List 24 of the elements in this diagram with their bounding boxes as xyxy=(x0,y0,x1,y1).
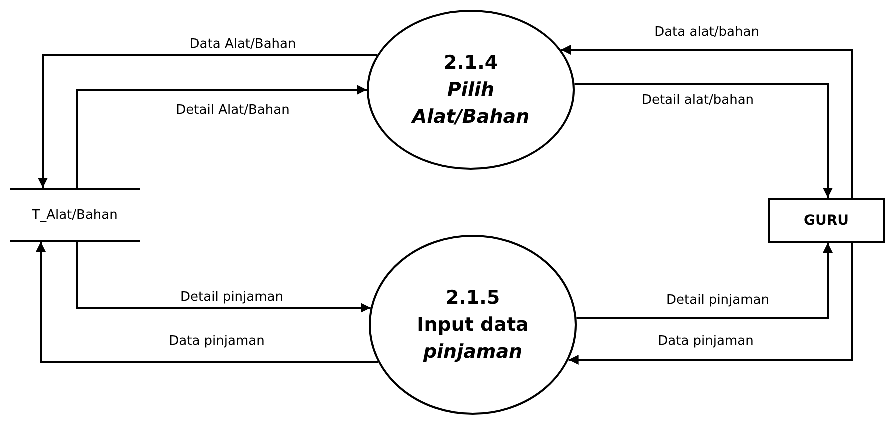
store-label: T_Alat/Bahan xyxy=(32,208,118,222)
process-name: Input data pinjaman xyxy=(416,312,530,364)
process-circle xyxy=(367,10,575,170)
data-flow-arrow xyxy=(76,242,371,313)
entity-box xyxy=(768,198,885,243)
edge-label: Detail Alat/Bahan xyxy=(174,103,292,118)
entity-label: GURU xyxy=(804,212,849,228)
edge-label: Data pinjaman xyxy=(656,334,756,349)
data-store xyxy=(10,188,140,242)
data-flow-arrow xyxy=(576,243,833,319)
process-name: Pilih Alat/Bahan xyxy=(410,78,531,130)
edge-label: Data pinjaman xyxy=(167,334,267,349)
data-flow-arrow xyxy=(574,83,833,198)
process-number: 2.1.4 xyxy=(444,50,498,76)
process-number: 2.1.5 xyxy=(446,286,500,310)
data-flow-arrow xyxy=(38,54,378,188)
process-circle xyxy=(369,235,577,415)
edge-label: Data alat/bahan xyxy=(652,25,762,40)
data-flow-arrow xyxy=(76,85,367,188)
edge-label: Detail pinjaman xyxy=(178,290,286,305)
data-flow-arrow xyxy=(568,243,853,365)
data-flow-arrow xyxy=(561,45,853,198)
edge-label: Detail pinjaman xyxy=(664,293,772,308)
data-flow-arrow xyxy=(36,242,378,363)
